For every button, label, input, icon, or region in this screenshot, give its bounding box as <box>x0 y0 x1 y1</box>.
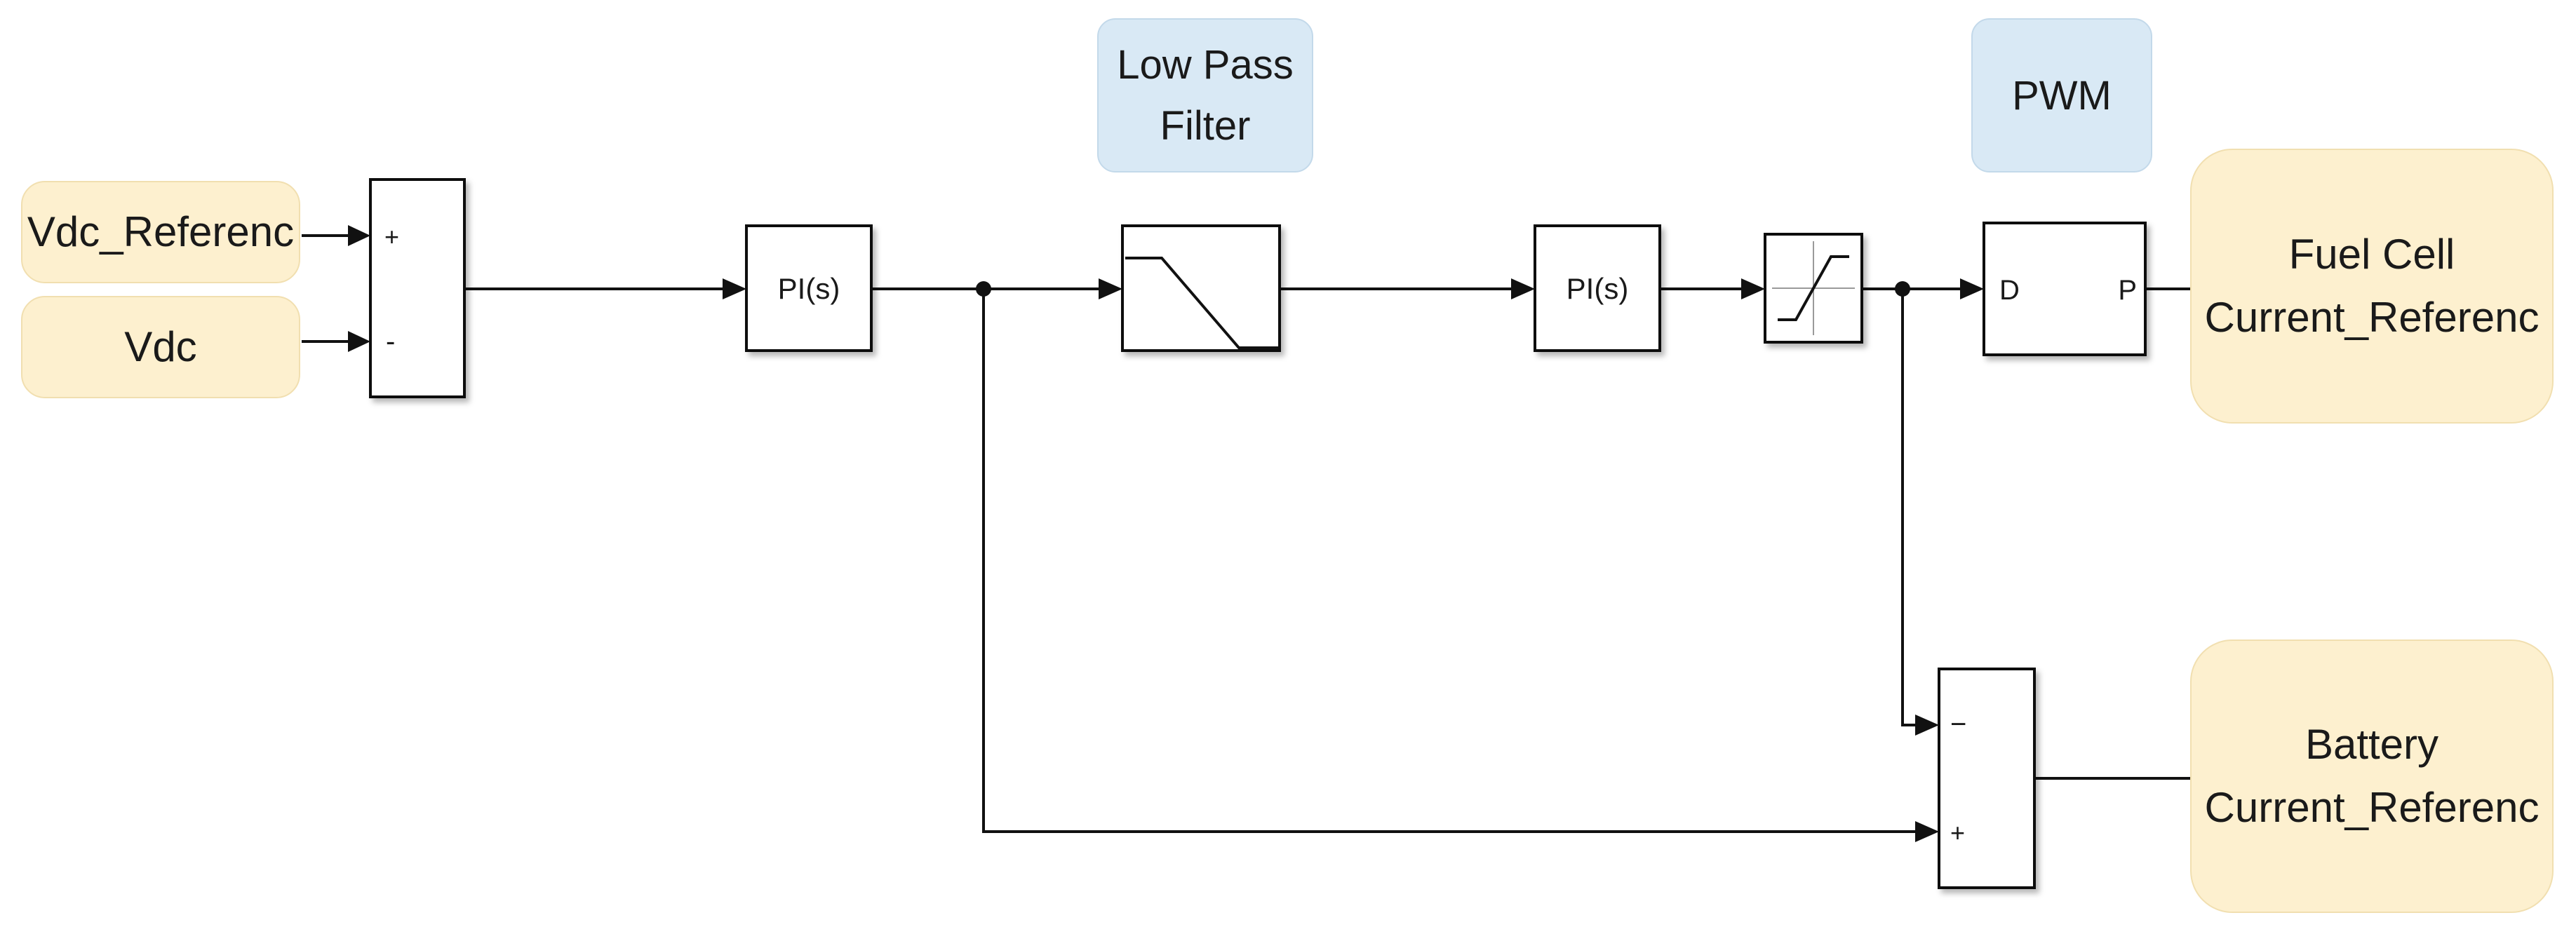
arrowhead <box>348 331 370 352</box>
junction-dot <box>976 281 991 297</box>
arrowhead <box>348 225 370 246</box>
pi-controller-1-label: PI(s) <box>778 272 840 305</box>
fuel-cell-current-reference-label: Fuel Cell Current_Referenc <box>2204 231 2540 341</box>
pwm-port-d: D <box>1999 275 2020 306</box>
battery-current-reference-output: Battery Current_Referenc <box>2190 639 2554 913</box>
saturation-icon <box>1778 255 1849 321</box>
pi-controller-1: PI(s) <box>745 224 873 352</box>
sum-1-minus-sign: - <box>386 326 395 357</box>
low-pass-filter-annotation: Low Pass Filter <box>1097 18 1313 172</box>
vdc-label: Vdc <box>124 323 197 370</box>
arrowhead <box>1099 278 1122 299</box>
pi-controller-2: PI(s) <box>1534 224 1661 352</box>
arrowhead <box>723 278 746 299</box>
arrowhead <box>1915 821 1939 842</box>
vdc-input: Vdc <box>21 296 300 398</box>
sum-2-plus-sign: + <box>1950 818 1965 847</box>
wire-pi1-to-sum2-plus <box>982 289 1915 833</box>
low-pass-filter-icon <box>1125 257 1278 349</box>
vdc-reference-input: Vdc_Referenc <box>21 181 300 283</box>
sum-block-1: + - <box>369 178 466 398</box>
pi-controller-2-label: PI(s) <box>1567 272 1629 305</box>
battery-current-reference-label: Battery Current_Referenc <box>2204 721 2540 831</box>
arrowhead <box>1741 278 1765 299</box>
wire-saturation-to-sum2-minus <box>1901 289 1915 726</box>
pwm-block: D P <box>1983 222 2147 356</box>
sum-block-2: − + <box>1938 668 2036 889</box>
sum-1-plus-sign: + <box>384 222 399 251</box>
junction-dot <box>1895 281 1910 297</box>
vdc-reference-label: Vdc_Referenc <box>27 208 295 255</box>
arrowhead <box>1960 278 1984 299</box>
pwm-port-p: P <box>2118 275 2137 306</box>
arrowhead <box>1511 278 1535 299</box>
fuel-cell-current-reference-output: Fuel Cell Current_Referenc <box>2190 149 2554 424</box>
pwm-annotation: PWM <box>1971 18 2152 172</box>
pwm-label: PWM <box>2012 72 2112 119</box>
low-pass-filter-label: Low Pass Filter <box>1117 42 1294 149</box>
arrowhead <box>1915 715 1939 736</box>
low-pass-filter-block <box>1121 224 1281 352</box>
saturation-block <box>1764 233 1863 344</box>
sum-2-minus-sign: − <box>1950 709 1966 740</box>
